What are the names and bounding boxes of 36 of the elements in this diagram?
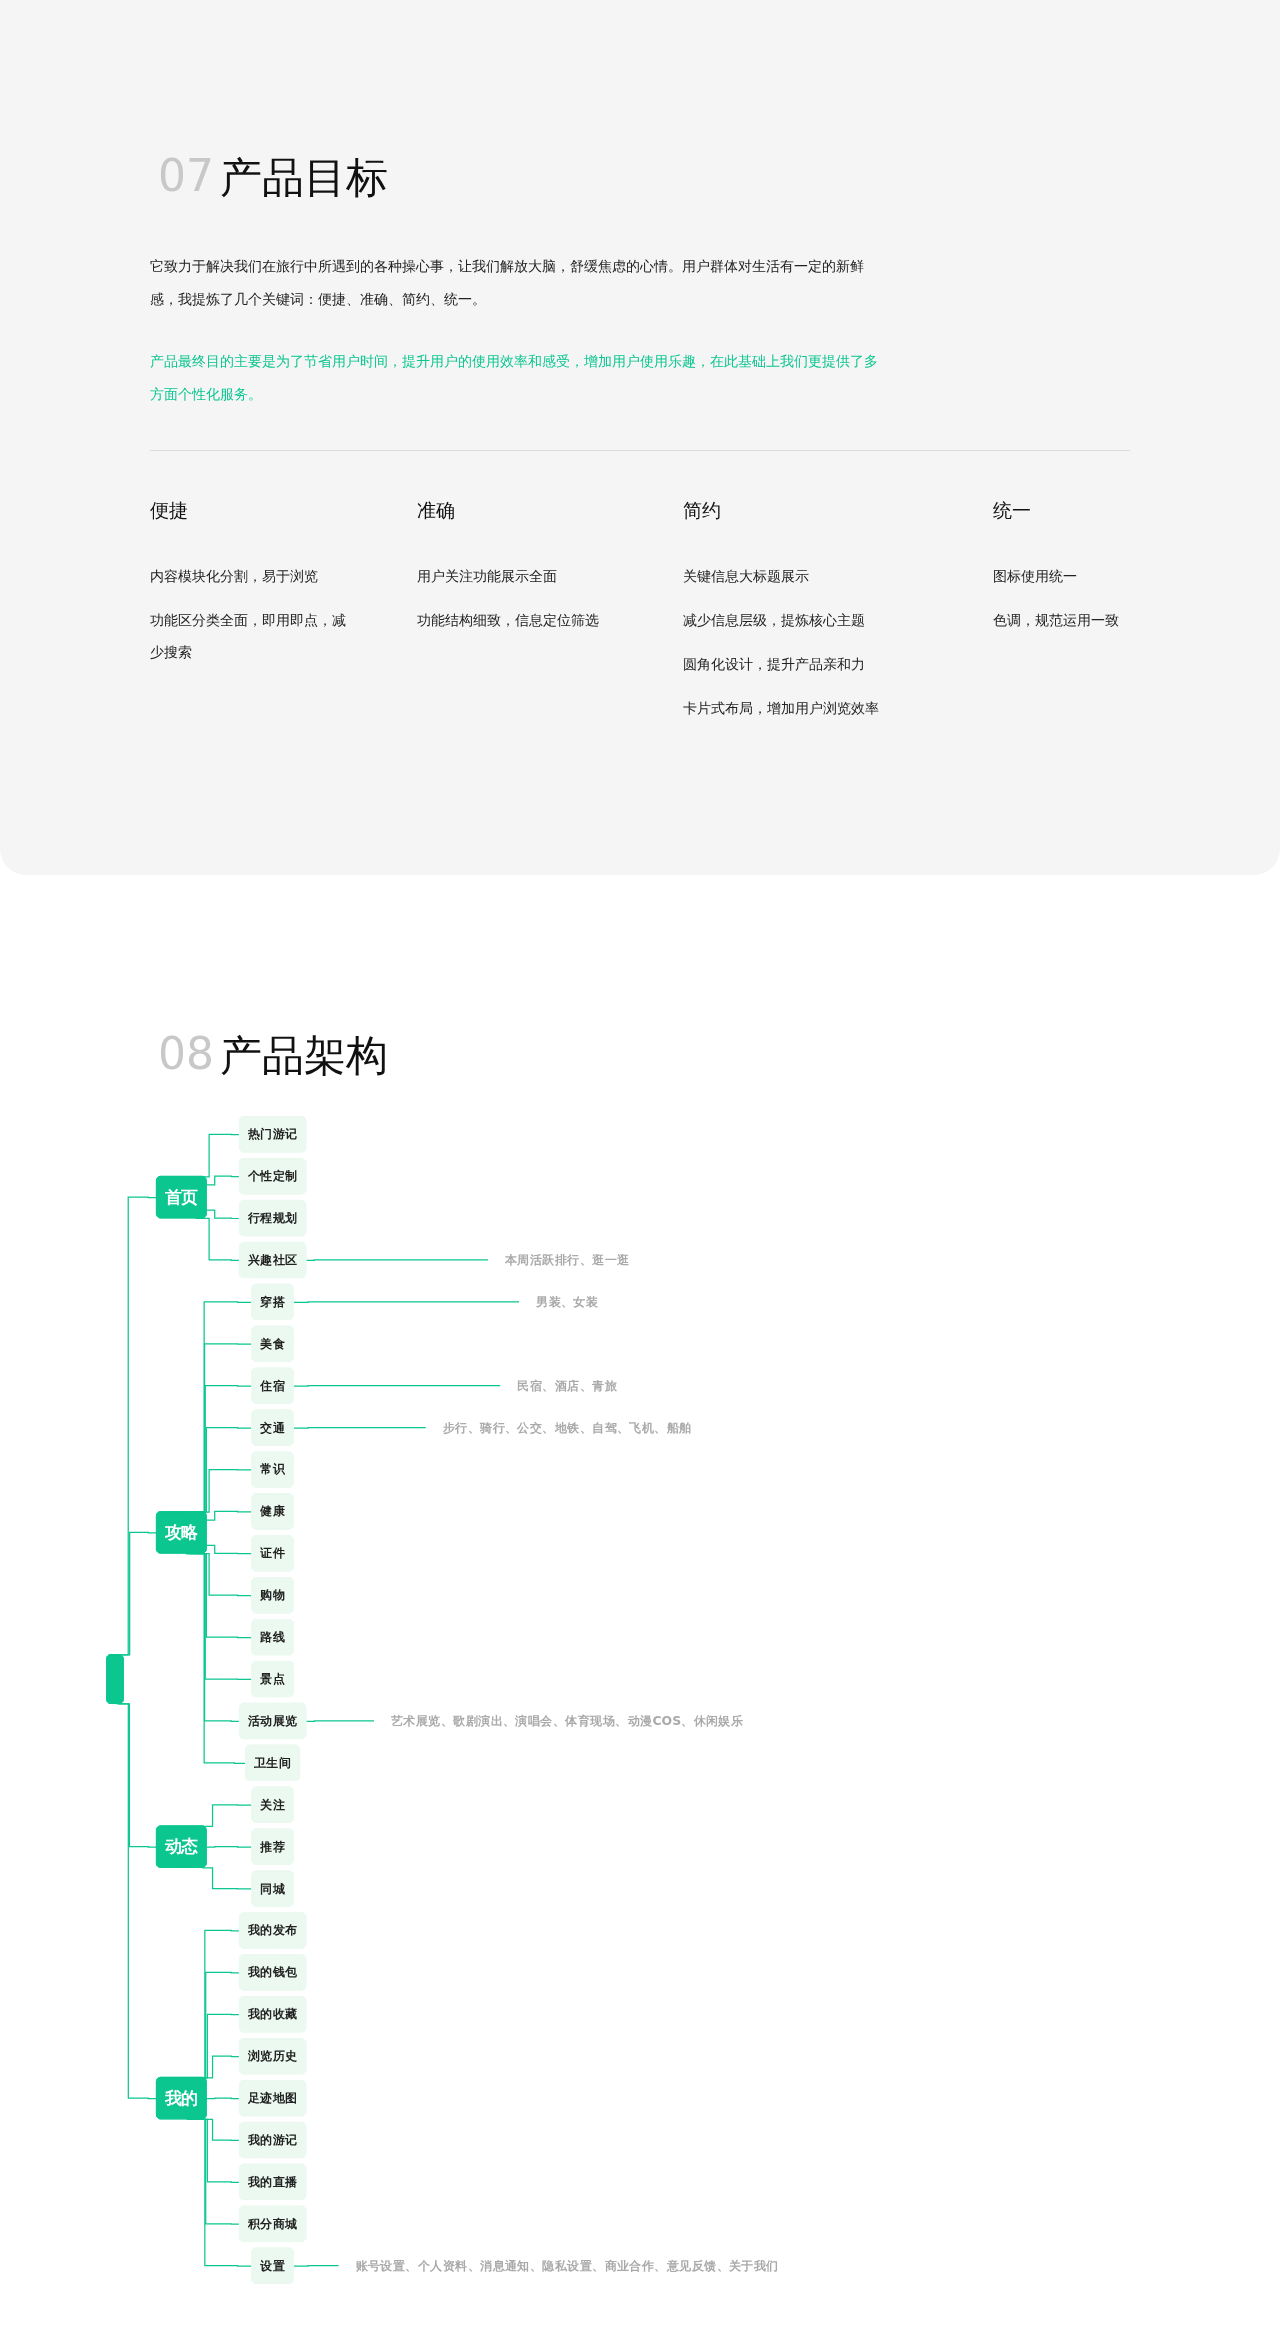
connector [293,1427,427,1429]
keyword-note: 减少信息层级，提炼核心主题 [683,611,866,630]
keyword-note: 卡片式布局，增加用户浏览效率 [683,699,880,718]
section-heading: 产品架构 [220,1030,388,1082]
connector [206,1846,253,1848]
node-text: 艺术展览、歌剧演出、演唱会、体育现场、动漫COS、休闲娱乐 [391,1713,744,1729]
column-heading: 简约 [683,498,721,523]
section-heading: 产品目标 [220,152,388,204]
keyword-note: 功能区分类全面，即用即点，减少搜索 [150,611,347,662]
connector [206,2097,241,2100]
connector [293,1385,502,1387]
connector [305,1259,489,1261]
node-text: 本周活跃排行、逛一逛 [504,1252,630,1268]
keyword-note: 图标使用统一 [993,567,1078,586]
node-text: 男装、女装 [536,1294,599,1310]
keyword-note: 圆角化设计，提升产品亲和力 [683,655,866,674]
keyword-note: 功能结构细致，信息定位筛选 [417,611,600,630]
column-heading: 便捷 [150,498,188,523]
connector [206,1544,253,1555]
connector [206,1510,253,1521]
keyword-note: 色调，规范运用一致 [993,611,1120,630]
connector [293,2265,340,2267]
node-text: 民宿、酒店、青旅 [517,1378,617,1393]
connector [206,1175,241,1186]
connector [293,1301,521,1303]
column-heading: 准确 [417,498,455,523]
keyword-note: 内容模块化分割，易于浏览 [150,567,319,586]
keyword-note: 关键信息大标题展示 [683,567,810,586]
node-text: 步行、骑行、公交、地铁、自驾、飞机、船舶 [442,1419,692,1435]
connector [206,1209,241,1220]
intro-paragraph: 它致力于解决我们在旅行中所遇到的各种操心事，让我们解放大脑，舒缓焦虑的心情。用户群体对生活有一定的新鲜感，我提炼了几个关键词：便捷、准确、简约、统一。 [150,257,865,309]
node-text: 账号设置、个人资料、消息通知、隐私设置、商业合作、意见反馈、关于我们 [355,2258,779,2273]
keyword-note: 用户关注功能展示全面 [417,567,558,586]
goal-paragraph: 产品最终目的主要是为了节省用户时间，提升用户的使用效率和感受，增加用户使用乐趣，在此基础上我们更提供了多方面个性化服务。 [150,352,879,404]
column-heading: 统一 [993,498,1031,523]
connector [305,1720,376,1722]
